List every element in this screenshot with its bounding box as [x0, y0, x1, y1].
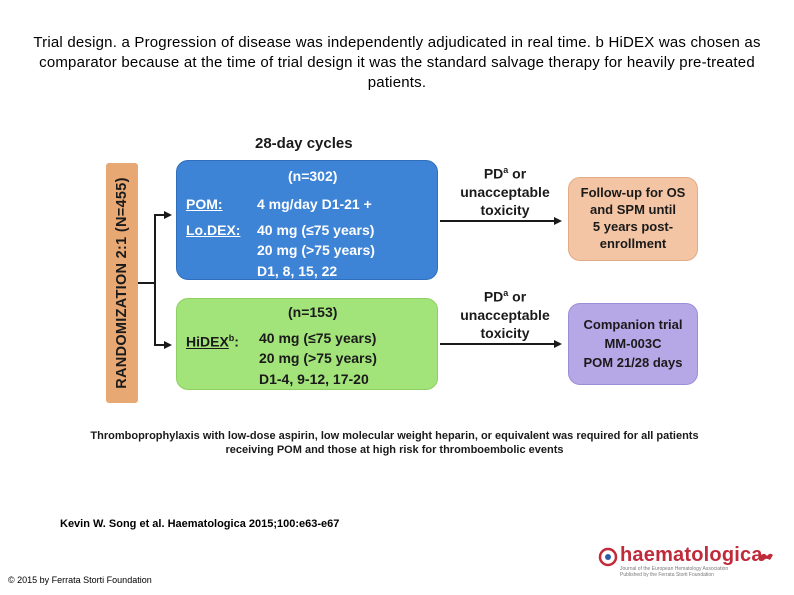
logo-sub1: Journal of the European Hematology Assoc…: [620, 566, 729, 572]
logo-subtitle: Journal of the European Hematology Assoc…: [620, 566, 728, 578]
companion-line1: Companion trial: [583, 317, 683, 332]
lodex-dose2: 20 mg (>75 years): [257, 242, 375, 258]
pom-dose: 4 mg/day D1-21 +: [257, 196, 372, 212]
hidex-dose2: 20 mg (>75 years): [259, 350, 377, 366]
pd-superscript: a: [503, 165, 509, 175]
progression-bottom-line2: unacceptable: [460, 306, 550, 323]
followup-line4: enrollment: [599, 236, 667, 251]
progression-bottom: PDa or unacceptable toxicity: [445, 284, 565, 342]
pd-text: PD: [483, 288, 504, 305]
logo-sub2: Published by the Ferrata Storti Foundati…: [620, 572, 714, 578]
hidex-dose1: 40 mg (≤75 years): [259, 330, 377, 346]
citation: Kevin W. Song et al. Haematologica 2015;…: [60, 518, 340, 530]
pom-arm-box: [176, 160, 438, 280]
progression-bottom-line3: toxicity: [480, 324, 530, 341]
or-text: or: [508, 288, 527, 305]
companion-line2: MM-003C: [604, 336, 662, 351]
haematologica-logo: haematologica Journal of the European He…: [598, 544, 778, 578]
footnote-line1: Thromboprophylaxis with low-dose aspirin…: [90, 430, 699, 442]
followup-line2: and SPM until: [590, 202, 676, 217]
hidex-colon: :: [234, 333, 239, 350]
lodex-label: Lo.DEX:: [186, 222, 241, 238]
pom-n: (n=302): [288, 168, 338, 184]
pd-text: PD: [483, 165, 504, 182]
progression-top-line2: unacceptable: [460, 183, 550, 200]
rand-connector-lower: [154, 283, 172, 349]
progression-top-line1: PDa or: [445, 161, 565, 183]
copyright: © 2015 by Ferrata Storti Foundation: [8, 575, 152, 585]
progression-bottom-line1: PDa or: [445, 284, 565, 306]
pom-label: POM:: [186, 196, 223, 212]
hidex-days: D1-4, 9-12, 17-20: [259, 371, 369, 387]
hidex-n: (n=153): [288, 304, 338, 320]
followup-text: Follow-up for OS and SPM until 5 years p…: [568, 184, 698, 252]
hidex-label: HiDEX: [186, 333, 229, 350]
logo-mark-icon: [598, 547, 618, 567]
progression-top: PDa or unacceptable toxicity: [445, 161, 565, 219]
footnote: Thromboprophylaxis with low-dose aspirin…: [62, 429, 727, 457]
randomization-bar: [106, 163, 138, 403]
progression-top-line3: toxicity: [480, 201, 530, 218]
hidex-label-group: HiDEXb:: [186, 329, 239, 351]
logo-name: haematologica: [620, 544, 763, 566]
cycles-label: 28-day cycles: [255, 135, 353, 152]
companion-text: Companion trial MM-003C POM 21/28 days: [568, 315, 698, 372]
followup-line3: 5 years post-: [592, 219, 674, 234]
hidex-arm-box: [176, 298, 438, 390]
hidex-superscript: b: [228, 333, 235, 343]
pd-superscript: a: [503, 288, 509, 298]
or-text: or: [508, 165, 527, 182]
lodex-days: D1, 8, 15, 22: [257, 263, 338, 279]
footnote-line2: receiving POM and those at high risk for…: [225, 444, 564, 456]
figure-caption: Trial design. a Progression of disease w…: [33, 34, 761, 91]
followup-line1: Follow-up for OS: [580, 185, 686, 200]
lodex-dose1: 40 mg (≤75 years): [257, 222, 375, 238]
logo-emblem-icon: [759, 553, 773, 561]
companion-line3: POM 21/28 days: [583, 355, 683, 370]
randomization-label: RANDOMIZATION 2:1 (N=455): [114, 177, 130, 389]
rand-connector: [138, 211, 172, 284]
followup-box: [568, 177, 698, 261]
companion-box: [568, 303, 698, 385]
